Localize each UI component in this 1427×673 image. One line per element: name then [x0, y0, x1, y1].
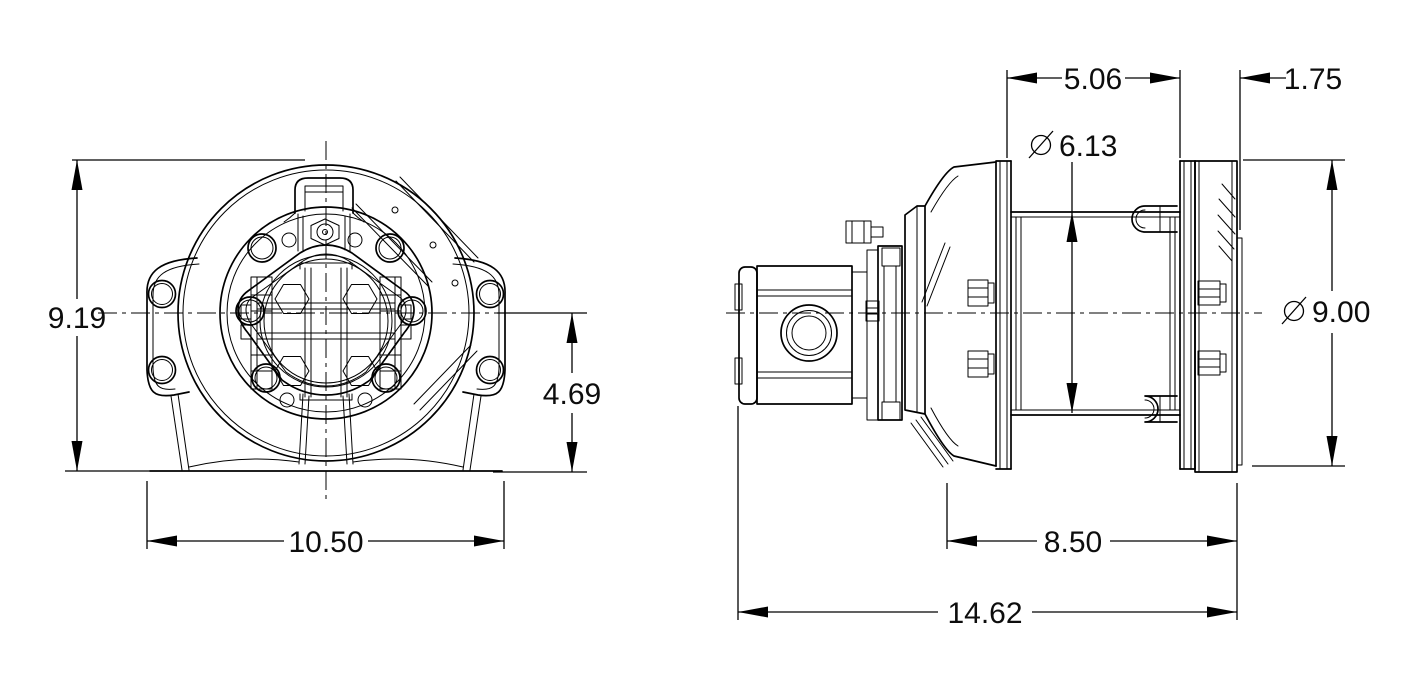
tie-rod-bottom [1144, 395, 1178, 423]
manifold-bolt-top [881, 247, 901, 267]
ratchet-hatching [1217, 183, 1236, 262]
dim-drum-length: 5.06 [1006, 63, 1181, 158]
drum-flange-ring [219, 206, 433, 420]
motor-port [780, 304, 838, 362]
front-view [98, 141, 556, 500]
outer-housing [177, 164, 475, 462]
dim-value-frame-length: 8.50 [1044, 526, 1102, 559]
side-rail-right [379, 276, 412, 390]
dim-end-flange-width: 1.75 [1239, 63, 1342, 230]
dim-value-center-to-base: 4.69 [543, 378, 601, 411]
hex-bolt [274, 284, 310, 314]
hex-bolt [274, 356, 310, 386]
drum-flange-left [967, 160, 1012, 470]
mounting-ear-left [146, 257, 200, 397]
end-housing [1194, 160, 1243, 473]
flange-bolt [1197, 280, 1227, 306]
dim-drum-core-diameter: 6.13 [1028, 130, 1117, 413]
support-bell [910, 161, 997, 468]
dim-overall-width: 10.50 [146, 481, 505, 559]
motor-side-bolt [865, 300, 880, 322]
tie-rod-top [1131, 205, 1178, 233]
flange-bolt [967, 279, 995, 307]
dim-value-overall-height: 9.19 [48, 302, 106, 335]
ratchet-housing-edges [351, 176, 479, 411]
hydraulic-motor [734, 220, 903, 421]
dim-overall-length: 14.62 [737, 406, 1237, 630]
flange-bolt [967, 350, 995, 378]
side-view [726, 160, 1262, 473]
diameter-symbol [1028, 130, 1054, 159]
dim-value-drum-core-diameter: 6.13 [1059, 130, 1117, 163]
dim-value-flange-diameter: 9.00 [1312, 296, 1370, 329]
dim-overall-height: 9.19 [48, 159, 305, 472]
adapter-plate [904, 205, 926, 415]
top-hex-nut [310, 218, 340, 246]
dim-value-drum-length: 5.06 [1064, 63, 1122, 96]
dim-value-overall-width: 10.50 [288, 526, 363, 559]
hex-bolt [342, 284, 378, 314]
dim-center-to-base: 4.69 [493, 312, 601, 473]
mounting-ear-right [452, 257, 506, 397]
drum-flange-right [1179, 160, 1196, 470]
dim-value-overall-length: 14.62 [947, 597, 1022, 630]
breather-fitting [845, 220, 884, 244]
top-bracket [283, 177, 365, 252]
dim-flange-diameter: 9.00 [1243, 159, 1370, 467]
diameter-symbol [1281, 296, 1307, 325]
base-feet [149, 393, 503, 472]
four-bolt-flange [256, 232, 396, 408]
dim-frame-length: 8.50 [946, 483, 1238, 620]
dim-value-end-flange-width: 1.75 [1284, 63, 1342, 96]
flange-bolt [1197, 350, 1227, 376]
manifold-bolt-bottom [881, 401, 901, 421]
bolt-circle-holes [235, 233, 427, 393]
